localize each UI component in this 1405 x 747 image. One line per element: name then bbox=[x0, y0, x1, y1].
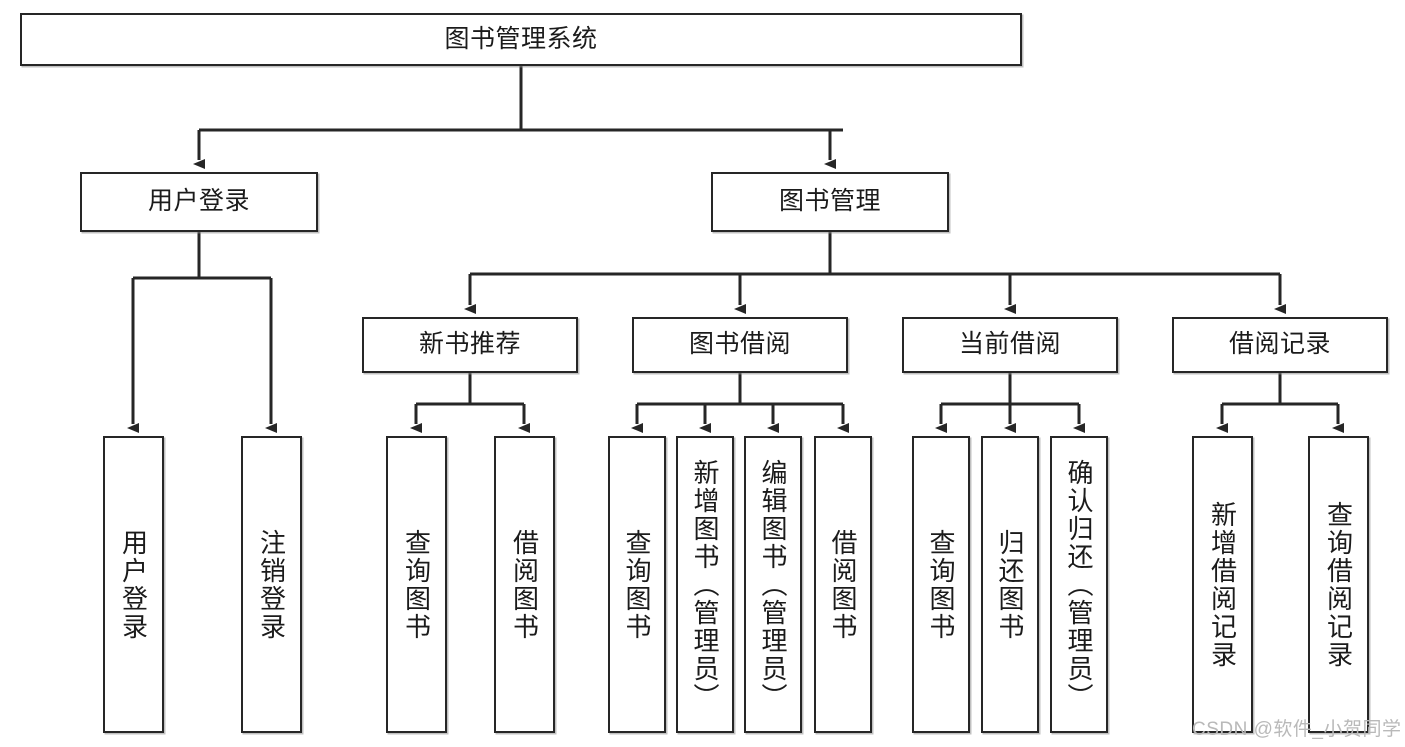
node-leaf-query-book-3[interactable]: 查询图书 bbox=[912, 436, 970, 733]
node-new-book-recommend-label: 新书推荐 bbox=[418, 330, 521, 359]
node-leaf-borrow-book-2[interactable]: 借阅图书 bbox=[814, 436, 872, 733]
node-leaf-add-record-label: 新增借阅记录 bbox=[1207, 500, 1238, 669]
node-leaf-borrow-book-1-label: 借阅图书 bbox=[509, 528, 540, 641]
node-root-label: 图书管理系统 bbox=[444, 24, 598, 53]
node-current-borrow[interactable]: 当前借阅 bbox=[902, 317, 1118, 373]
node-leaf-edit-book-label: 编辑图书（管理员） bbox=[758, 458, 789, 711]
node-leaf-query-book-1-label: 查询图书 bbox=[401, 528, 432, 641]
node-leaf-edit-book[interactable]: 编辑图书（管理员） bbox=[744, 436, 802, 733]
node-leaf-add-book-label: 新增图书（管理员） bbox=[690, 458, 721, 711]
node-book-borrow[interactable]: 图书借阅 bbox=[632, 317, 848, 373]
watermark-text: CSDN @软件_小贺同学 bbox=[1192, 719, 1402, 740]
node-leaf-query-book-1[interactable]: 查询图书 bbox=[386, 436, 447, 733]
node-leaf-logout[interactable]: 注销登录 bbox=[241, 436, 302, 733]
node-leaf-borrow-book-2-label: 借阅图书 bbox=[828, 528, 859, 641]
node-leaf-confirm-return-label: 确认归还（管理员） bbox=[1064, 458, 1095, 711]
node-leaf-add-record[interactable]: 新增借阅记录 bbox=[1192, 436, 1253, 733]
node-new-book-recommend[interactable]: 新书推荐 bbox=[362, 317, 578, 373]
node-user-login-label: 用户登录 bbox=[147, 187, 250, 216]
node-leaf-query-book-3-label: 查询图书 bbox=[926, 528, 957, 641]
node-leaf-query-record[interactable]: 查询借阅记录 bbox=[1308, 436, 1369, 733]
node-leaf-return-book-label: 归还图书 bbox=[995, 528, 1026, 641]
node-leaf-confirm-return[interactable]: 确认归还（管理员） bbox=[1050, 436, 1108, 733]
node-current-borrow-label: 当前借阅 bbox=[958, 330, 1061, 359]
node-borrow-record[interactable]: 借阅记录 bbox=[1172, 317, 1388, 373]
node-leaf-query-book-2[interactable]: 查询图书 bbox=[608, 436, 666, 733]
node-book-manage-label: 图书管理 bbox=[778, 187, 881, 216]
node-leaf-borrow-book-1[interactable]: 借阅图书 bbox=[494, 436, 555, 733]
node-book-manage[interactable]: 图书管理 bbox=[711, 172, 949, 232]
node-leaf-query-book-2-label: 查询图书 bbox=[622, 528, 653, 641]
node-leaf-add-book[interactable]: 新增图书（管理员） bbox=[676, 436, 734, 733]
node-leaf-return-book[interactable]: 归还图书 bbox=[981, 436, 1039, 733]
node-user-login[interactable]: 用户登录 bbox=[80, 172, 318, 232]
node-leaf-logout-label: 注销登录 bbox=[256, 528, 287, 641]
node-book-borrow-label: 图书借阅 bbox=[688, 330, 791, 359]
node-leaf-user-login-label: 用户登录 bbox=[118, 528, 149, 641]
node-leaf-query-record-label: 查询借阅记录 bbox=[1323, 500, 1354, 669]
node-root[interactable]: 图书管理系统 bbox=[20, 13, 1022, 66]
node-leaf-user-login[interactable]: 用户登录 bbox=[103, 436, 164, 733]
node-borrow-record-label: 借阅记录 bbox=[1228, 330, 1331, 359]
